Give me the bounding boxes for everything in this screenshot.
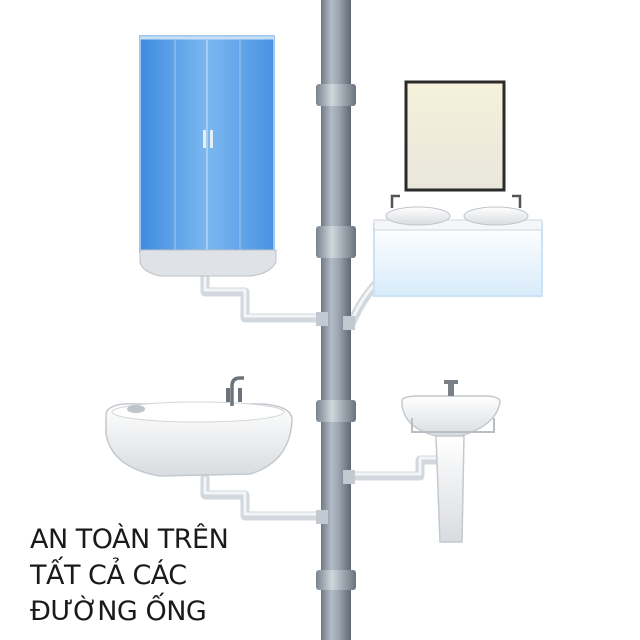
caption-line-2: TẤT CẢ CÁC	[30, 558, 310, 594]
vessel-sink-icon	[106, 378, 292, 476]
caption-line-3: ĐƯỜNG ỐNG	[30, 594, 310, 630]
caption-text: AN TOÀN TRÊN TẤT CẢ CÁC ĐƯỜNG ỐNG	[30, 522, 310, 630]
drain-pipe-icon	[316, 0, 356, 640]
shower-cabin-icon	[140, 36, 276, 276]
caption-line-1: AN TOÀN TRÊN	[30, 522, 310, 558]
double-basin-vanity-icon	[374, 196, 542, 296]
mirror-icon	[406, 82, 504, 190]
